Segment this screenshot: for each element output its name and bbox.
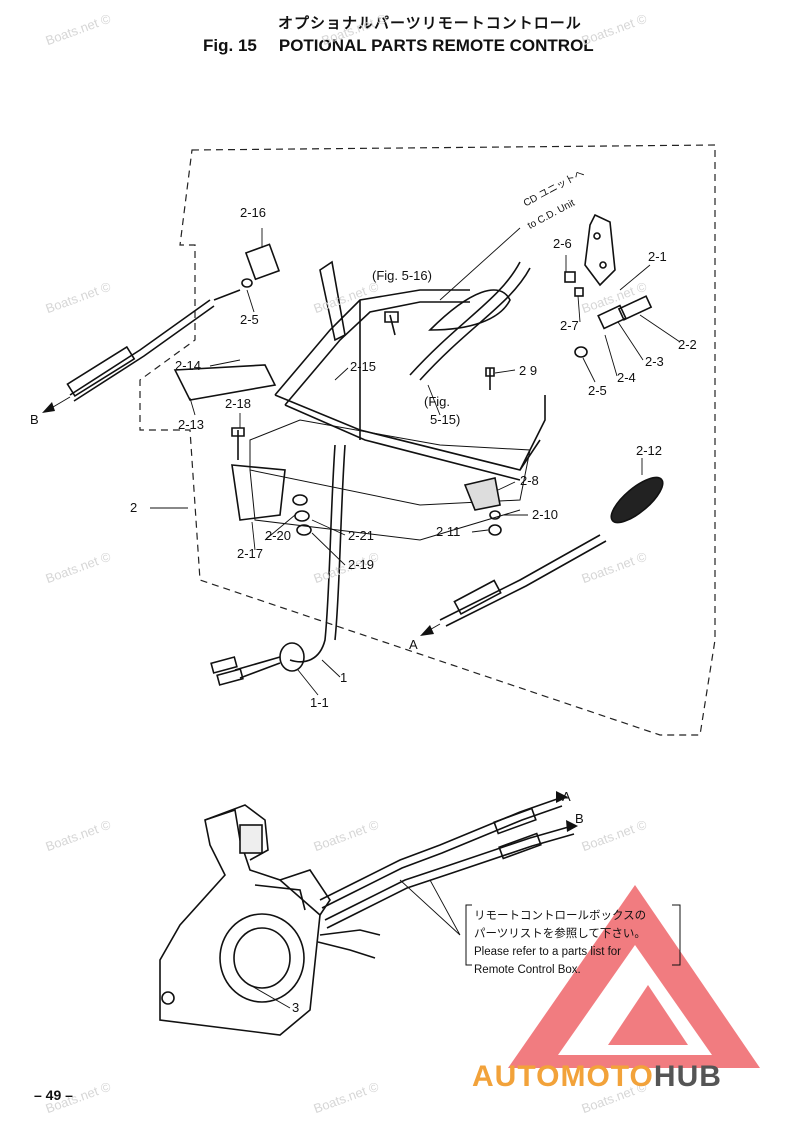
- callout-label: 2-5: [240, 312, 259, 327]
- callout-label: 2-7: [560, 318, 579, 333]
- note-line-en-1: Please refer to a parts list for: [474, 946, 622, 958]
- arrow-label-a: A: [409, 637, 418, 652]
- callout-label: 2-4: [617, 370, 636, 385]
- callout-label: 2-14: [175, 358, 202, 373]
- callout-label: 2-2: [678, 337, 697, 352]
- callout-label: 2-10: [532, 507, 559, 522]
- callout-label: 2 11: [436, 524, 461, 539]
- arrow-label-a: A: [562, 789, 571, 804]
- callout-label: 2-3: [645, 354, 664, 369]
- callout-label: 2-6: [553, 236, 572, 251]
- fig-ref-5-15-line2: 5-15): [430, 412, 461, 427]
- callout-label: 3: [292, 1000, 300, 1015]
- note-line-en-2: Remote Control Box.: [474, 964, 581, 976]
- arrow-label-b: B: [575, 811, 584, 826]
- page-number: – 49 –: [34, 1087, 73, 1103]
- callout-label: 1-1: [310, 695, 329, 710]
- callout-label: 2-17: [237, 546, 264, 561]
- callout-label: 2-5: [588, 383, 607, 398]
- arrow-label-b: B: [30, 412, 39, 427]
- callout-label: 2-8: [520, 473, 539, 488]
- brand-part-2: HUB: [653, 1060, 722, 1093]
- callout-label: 2-12: [636, 443, 663, 458]
- title-japanese: オプショナルパーツリモートコントロール: [278, 15, 582, 32]
- callout-label: 2-18: [225, 396, 252, 411]
- callout-label: 2 9: [519, 363, 538, 378]
- automotohub-logo-icon: [508, 885, 760, 1068]
- brand-part-1: AUTOMOTO: [472, 1060, 654, 1093]
- remote-control-box: [159, 797, 575, 1036]
- callout-label: 2-13: [178, 417, 205, 432]
- assembly-boundary: [139, 144, 716, 736]
- figure-title-text: POTIONAL PARTS REMOTE CONTROL: [278, 36, 594, 55]
- callout-label: 2-20: [265, 528, 292, 543]
- note-line-jp-1: リモートコントロールボックスの: [474, 910, 647, 922]
- figure-number: Fig. 15: [203, 36, 257, 55]
- figure-title: Fig. 15 POTIONAL PARTS REMOTE CONTROL: [203, 36, 594, 56]
- fig-ref-5-16: (Fig. 5-16): [372, 268, 432, 283]
- callout-label: 2-21: [348, 528, 375, 543]
- callout-label: 2-1: [648, 249, 667, 264]
- callout-label: 1: [340, 670, 348, 685]
- note-line-jp-2: パーツリストを参照して下さい。: [474, 928, 646, 940]
- brand-logo-text: AUTOMOTOHUB: [472, 1060, 722, 1094]
- callout-label: 2: [130, 500, 138, 515]
- callout-label: 2-19: [348, 557, 375, 572]
- callout-label: 2-16: [240, 205, 267, 220]
- fig-ref-5-15-line1: (Fig.: [424, 394, 450, 409]
- callout-label: 2-15: [350, 359, 377, 374]
- remote-box-note: リモートコントロールボックスの パーツリストを参照して下さい。 Please r…: [474, 907, 646, 979]
